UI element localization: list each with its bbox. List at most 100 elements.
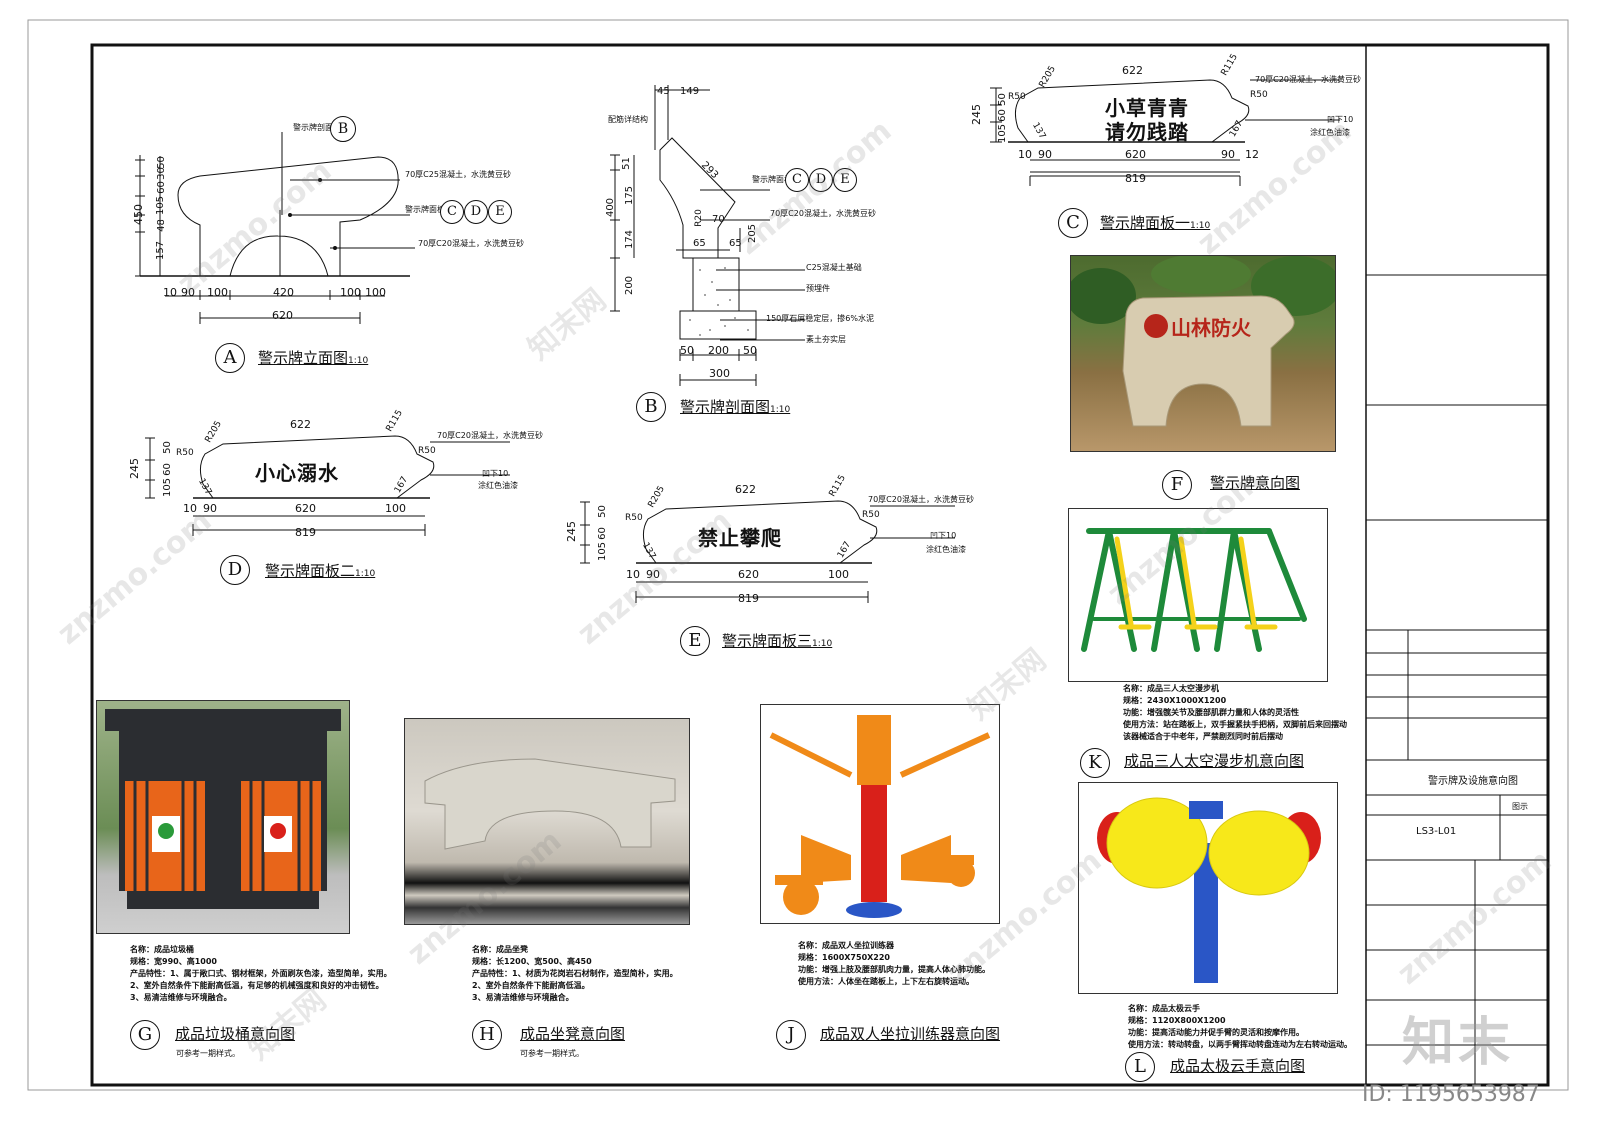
panel-d-dim-r50b: R50 xyxy=(418,446,436,456)
panel-d-dim-r50a: R50 xyxy=(176,448,194,458)
panel-e-dim-h1: 105 xyxy=(597,541,609,562)
panel-g-desc-feature2: 2、室外自然条件下能耐高低温，有足够的机械强度和良好的冲击韧性。 xyxy=(130,981,384,990)
panel-a-dim-a: 157 xyxy=(155,240,167,261)
panel-k-letter: K xyxy=(1080,748,1110,778)
outer-trim-line xyxy=(27,19,1569,1091)
sign-illustration xyxy=(1071,256,1335,427)
panel-j-desc-name: 名称：成品双人坐拉训练器 xyxy=(798,941,894,950)
panel-d-dim-b2: 90 xyxy=(203,502,217,515)
panel-a-dim-w1: 10 xyxy=(163,286,177,299)
panel-g-desc-feature1: 产品特性：1、属于敞口式、钢材框架，外面刷灰色漆，造型简单，实用。 xyxy=(130,969,392,978)
panel-b-dim-top-b: 149 xyxy=(680,86,700,97)
panel-h-desc-feature2: 2、室外自然条件下能耐高低温。 xyxy=(472,981,590,990)
panel-d-note-recess: 凹下10 xyxy=(482,469,509,478)
watermark-logo: 知末 xyxy=(1402,1013,1515,1073)
panel-e-dim-r50b: R50 xyxy=(862,510,880,520)
panel-k-desc-function: 功能：增强髋关节及腰部肌群力量和人体的灵活性 xyxy=(1123,708,1299,717)
panel-c-text-line2: 请勿践踏 xyxy=(1105,120,1189,144)
panel-d-dim-top: 622 xyxy=(290,418,311,431)
panel-e-dim-b3: 620 xyxy=(738,568,759,581)
panel-j-trainer-photo xyxy=(760,704,1000,924)
panel-d-dim-h3: 50 xyxy=(161,441,173,454)
panel-e-note-recess: 凹下10 xyxy=(930,531,957,540)
panel-a-note-c25: 70厚C25混凝土，水洗黄豆砂 xyxy=(405,170,511,179)
panel-a-dim-e: 30 xyxy=(155,167,167,180)
panel-b-dim-mid: 70 xyxy=(712,214,725,225)
panel-a-dim-width-total: 620 xyxy=(272,309,293,322)
panel-h-desc-feature3: 3、易清洁维修与环境融合。 xyxy=(472,993,574,1002)
panel-b-dim-top-a: 45 xyxy=(657,86,670,97)
panel-c-dim-r50a: R50 xyxy=(1008,92,1026,102)
panel-b-hatch xyxy=(689,267,749,336)
bench-illustration xyxy=(424,758,676,850)
panel-d-note-paint: 涂红色油漆 xyxy=(478,481,518,490)
panel-c-dim-r50b: R50 xyxy=(1250,90,1268,100)
panel-a-dim-w3: 100 xyxy=(207,286,228,299)
title-block-lines xyxy=(1365,45,1548,1085)
panel-l-desc-function: 功能：提高活动能力并促手臂的灵活和按摩作用。 xyxy=(1128,1028,1304,1037)
panel-d-note-c20: 70厚C20混凝土，水洗黄豆砂 xyxy=(437,431,543,440)
panel-c-dim-h3: 50 xyxy=(996,93,1008,106)
panel-h-bench-photo xyxy=(404,718,690,925)
panel-g-desc-spec: 规格：宽990、高1000 xyxy=(130,957,217,966)
panel-a-ref-d: D xyxy=(464,200,488,224)
panel-d-letter: D xyxy=(220,555,250,585)
panel-c-note-recess: 凹下10 xyxy=(1327,115,1354,124)
panel-b-letter: B xyxy=(636,392,666,422)
panel-b-dim-m3: 205 xyxy=(747,223,759,244)
panel-a-letter: A xyxy=(215,343,245,373)
panel-e-dim-b4: 100 xyxy=(828,568,849,581)
panel-a-note-section: 警示牌剖面图 xyxy=(293,123,341,132)
panel-e-text: 禁止攀爬 xyxy=(698,526,782,550)
panel-l-desc-spec: 规格：1120X800X1200 xyxy=(1128,1016,1226,1025)
panel-d-dim-b4: 100 xyxy=(385,502,406,515)
panel-e-dim-total: 245 xyxy=(565,521,578,542)
title-block-drawing-no: LS3-L01 xyxy=(1416,826,1457,837)
panel-j-desc-function: 功能：增强上肢及腰部肌肉力量，提高人体心肺功能。 xyxy=(798,965,990,974)
panel-e-dim-width-total: 819 xyxy=(738,592,759,605)
panel-b-note-embed: 预埋件 xyxy=(806,284,830,293)
panel-c-dim-b3: 620 xyxy=(1125,148,1146,161)
panel-l-taiji-photo xyxy=(1078,782,1338,994)
panel-a-ref-e: E xyxy=(488,200,512,224)
bin-illustration xyxy=(105,709,341,909)
walker-illustration xyxy=(1081,528,1307,652)
watermark-id: ID: 1195653987 xyxy=(1362,1082,1540,1107)
panel-a-note-c20: 70厚C20混凝土，水洗黄豆砂 xyxy=(418,239,524,248)
panel-c-title: 警示牌面板一1:10 xyxy=(1100,214,1211,232)
panel-k-title: 成品三人太空漫步机意向图 xyxy=(1124,752,1305,770)
panel-e-note-paint: 涂红色油漆 xyxy=(926,545,966,554)
panel-c-dim-top: 622 xyxy=(1122,64,1143,77)
panel-c-note-paint: 涂红色油漆 xyxy=(1310,128,1350,137)
panel-d-dim-width-total: 819 xyxy=(295,526,316,539)
panel-k-walker-photo xyxy=(1068,508,1328,682)
panel-f-sign-text: 山林防火 xyxy=(1171,316,1251,340)
panel-c-dim-total: 245 xyxy=(970,104,983,125)
panel-b-note-c25: C25混凝土基础 xyxy=(806,263,862,272)
panel-b-dim-h2: 175 xyxy=(624,185,636,206)
panel-c-text-line1: 小草青青 xyxy=(1105,96,1189,120)
panel-b-note-c20: 70厚C20混凝土，水洗黄豆砂 xyxy=(770,209,876,218)
panel-g-desc-feature3: 3、易清洁维修与环境融合。 xyxy=(130,993,232,1002)
panel-a-dim-w5: 100 xyxy=(340,286,361,299)
panel-b-dim-m2: 65 xyxy=(729,238,742,249)
panel-g-letter: G xyxy=(130,1020,160,1050)
panel-a-dim-d: 60 xyxy=(155,181,167,194)
title-block-drawing-name: 警示牌及设施意向图 xyxy=(1428,776,1518,787)
panel-e-dim-top: 622 xyxy=(735,483,756,496)
panel-b-section xyxy=(610,85,805,386)
panel-d-dim-h1: 105 xyxy=(162,477,174,498)
panel-j-title: 成品双人坐拉训练器意向图 xyxy=(820,1025,1001,1043)
panel-e-note-c20: 70厚C20混凝土，水洗黄豆砂 xyxy=(868,495,974,504)
panel-h-subnote: 可参考一期样式。 xyxy=(520,1049,584,1058)
panel-c-letter: C xyxy=(1058,208,1088,238)
panel-a-ref-c: C xyxy=(440,200,464,224)
panel-c-note-c20: 70厚C20混凝土，水洗黄豆砂 xyxy=(1255,75,1361,84)
panel-a-note-face: 警示牌面板 xyxy=(405,205,445,214)
panel-b-ref-e: E xyxy=(833,168,857,192)
panel-c-dim-b4: 90 xyxy=(1221,148,1235,161)
panel-h-desc-name: 名称：成品坐凳 xyxy=(472,945,528,954)
panel-d-face xyxy=(145,435,510,536)
